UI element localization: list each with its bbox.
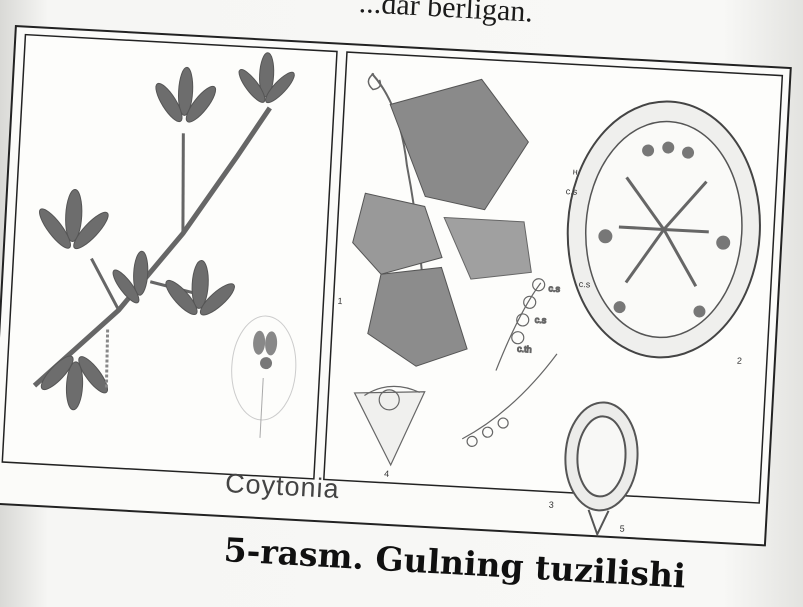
svg-text:c.s: c.s xyxy=(548,283,561,294)
svg-text:c.s: c.s xyxy=(566,186,579,197)
label-5: 5 xyxy=(619,523,625,533)
figure-illustration: c.s c.s c.th н c.s c.s xyxy=(0,24,795,552)
svg-text:c.s: c.s xyxy=(535,315,548,326)
svg-text:н: н xyxy=(573,166,579,176)
label-4: 4 xyxy=(384,469,390,479)
svg-text:c.s: c.s xyxy=(578,279,591,290)
label-1: 1 xyxy=(337,296,343,306)
figure: c.s c.s c.th н c.s c.s xyxy=(0,24,795,552)
label-2: 2 xyxy=(737,356,743,366)
figure-label-coytonia: Coytonia xyxy=(224,468,340,505)
label-3: 3 xyxy=(549,500,555,510)
svg-text:c.th: c.th xyxy=(517,344,532,355)
